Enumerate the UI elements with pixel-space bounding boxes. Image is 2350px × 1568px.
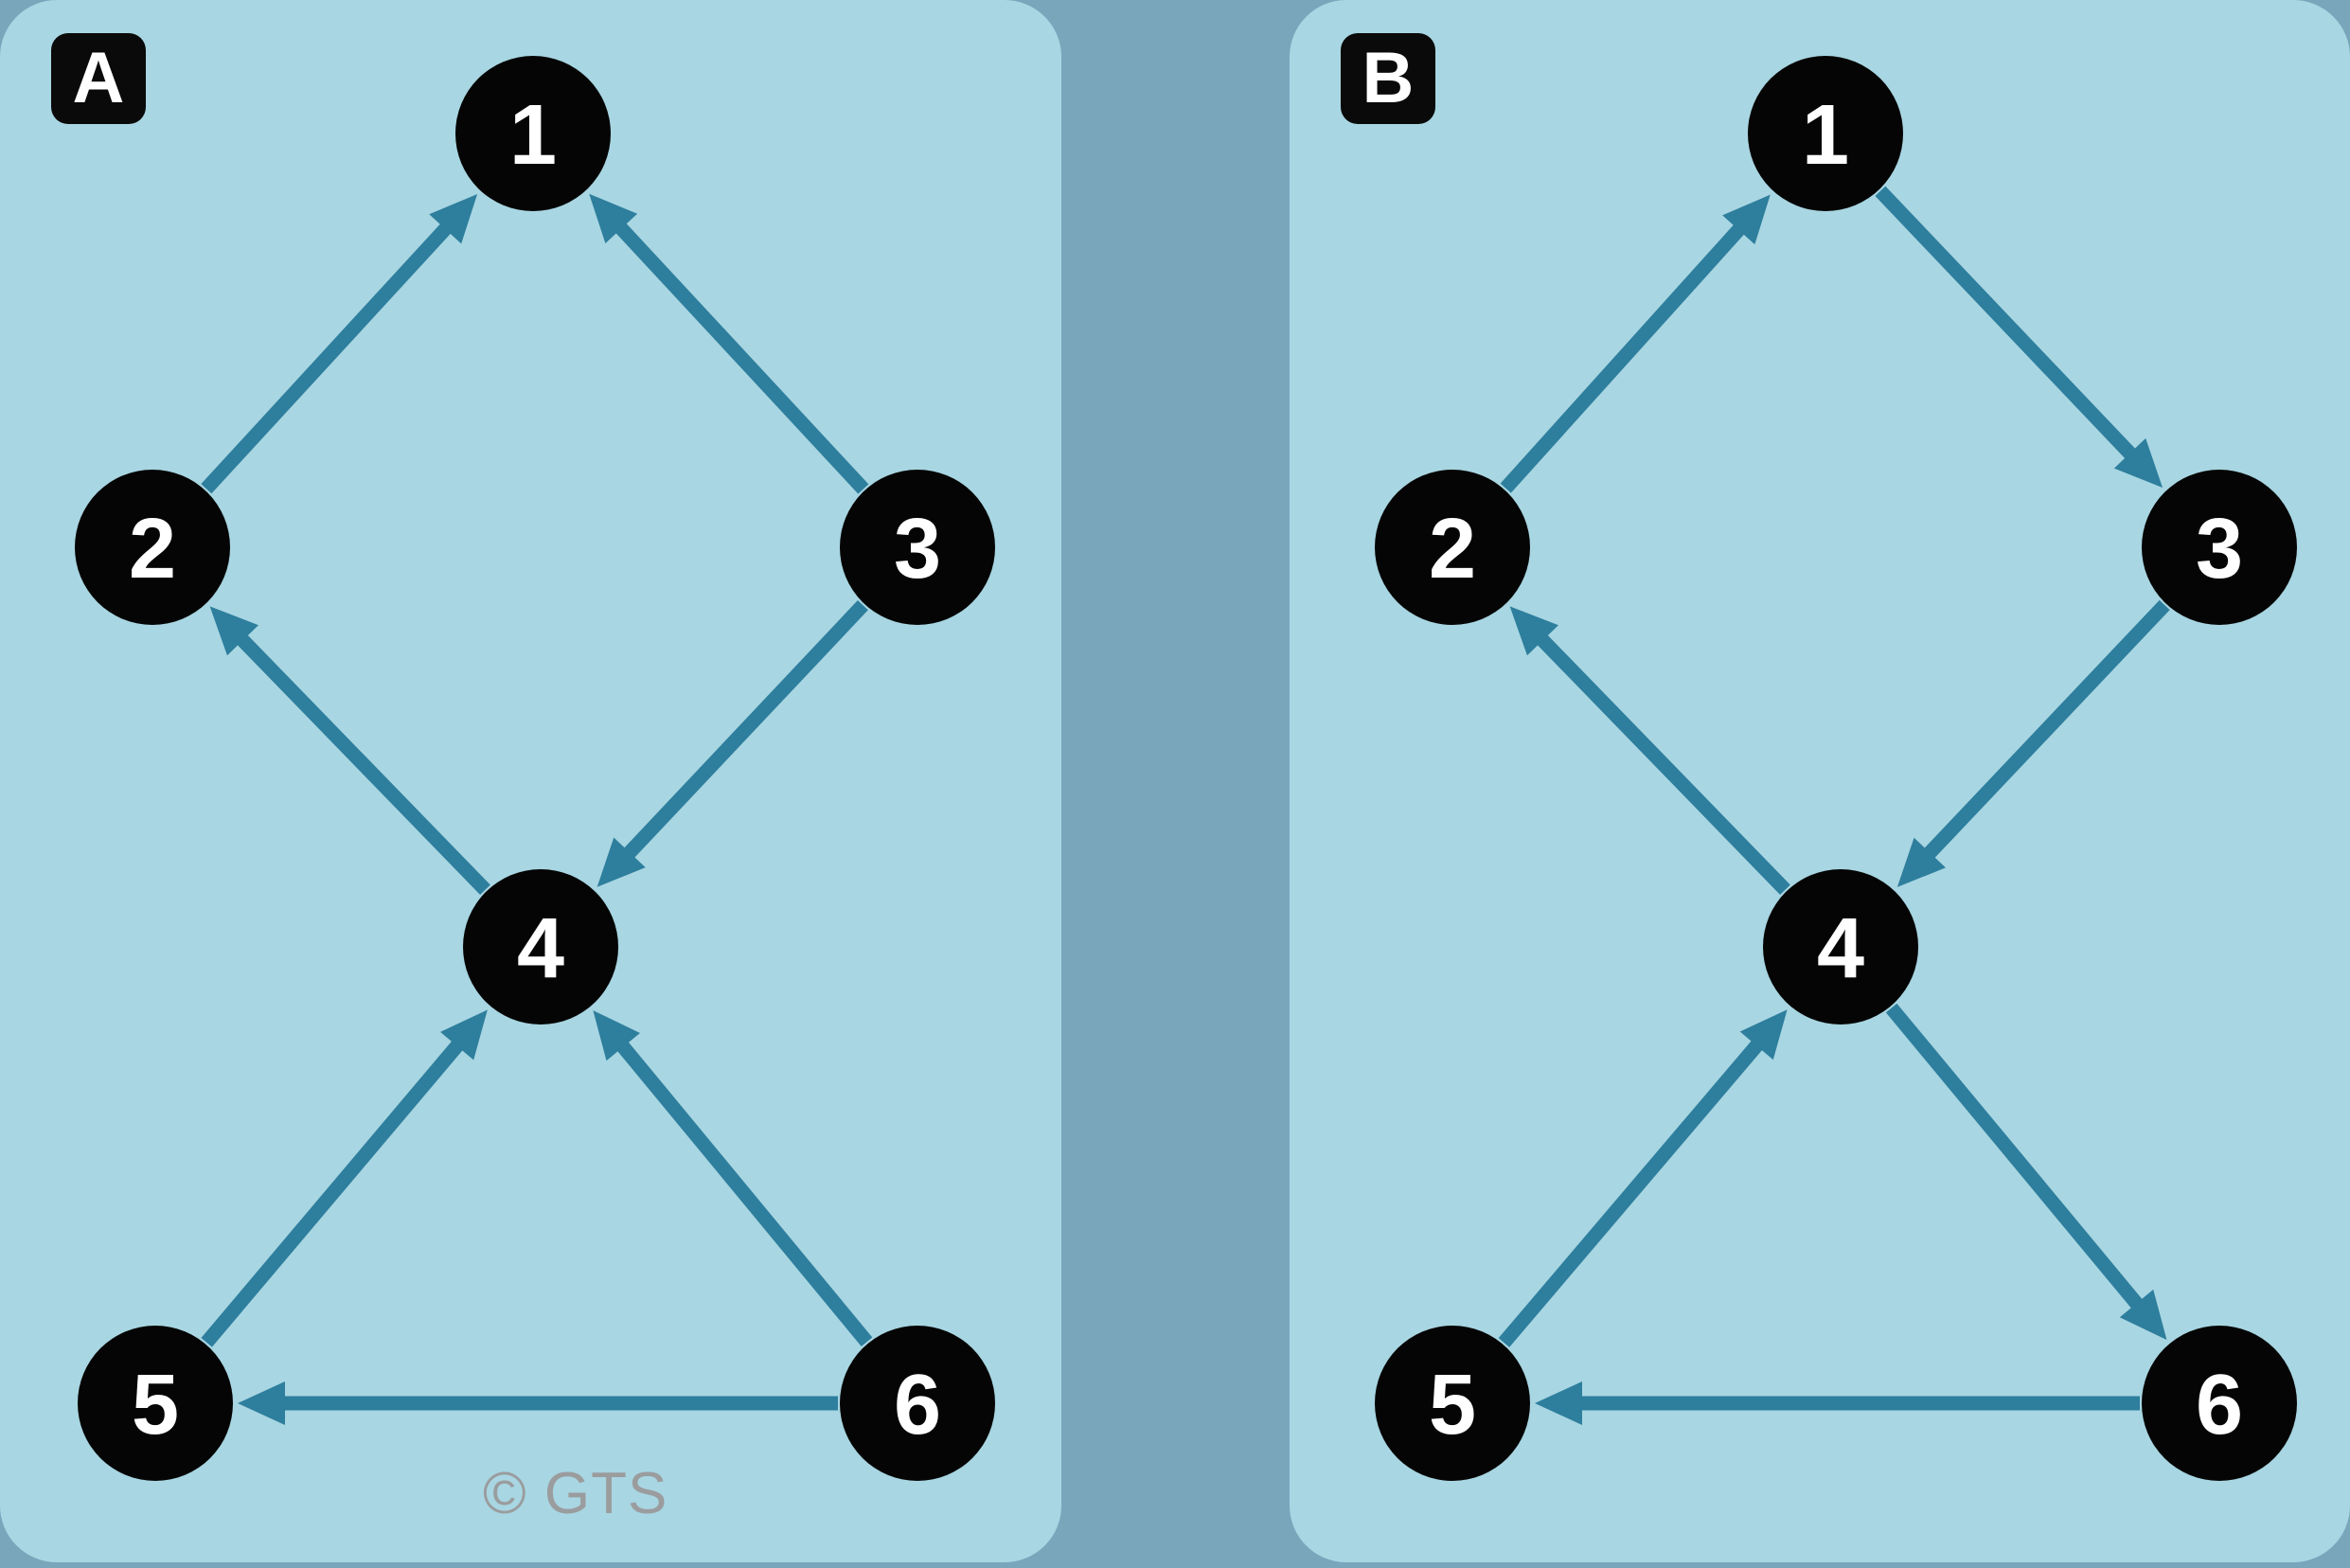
arrowhead-A-6-to-4	[593, 1010, 640, 1061]
node-B-3	[2142, 470, 2297, 625]
node-label-A-4: 4	[517, 901, 564, 996]
edge-A-5-to-4	[201, 1035, 468, 1347]
node-label-B-5: 5	[1429, 1358, 1476, 1452]
panel-a-badge: A	[51, 33, 146, 124]
node-label-B-3: 3	[2196, 502, 2243, 597]
panel-b-badge: B	[1341, 33, 1435, 124]
arrowhead-B-4-to-2	[1509, 606, 1558, 656]
edge-A-2-to-1	[201, 218, 456, 494]
panel-a: A © GTS	[0, 0, 1061, 1562]
watermark: © GTS	[483, 1461, 668, 1526]
edge-B-1-to-3	[1875, 186, 2141, 464]
node-A-6	[840, 1326, 995, 1481]
node-label-A-5: 5	[132, 1358, 179, 1452]
arrowhead-A-2-to-1	[429, 194, 478, 244]
node-label-A-6: 6	[894, 1358, 941, 1452]
node-A-4	[463, 869, 618, 1025]
edge-A-6-to-4	[613, 1036, 873, 1347]
edge-B-4-to-6	[1885, 1003, 2147, 1314]
panel-b: B	[1290, 0, 2350, 1562]
edge-A-4-to-2	[232, 630, 490, 895]
node-A-3	[840, 470, 995, 625]
arrowhead-B-5-to-4	[1739, 1009, 1788, 1060]
node-label-A-2: 2	[129, 502, 176, 597]
edge-B-5-to-4	[1498, 1035, 1768, 1347]
graph-A: 1 2 3 4 5 6	[75, 56, 995, 1481]
node-B-6	[2142, 1326, 2297, 1481]
node-label-B-4: 4	[1817, 901, 1864, 996]
node-label-B-6: 6	[2196, 1358, 2243, 1452]
arrowhead-B-2-to-1	[1722, 194, 1771, 245]
edge-A-3-to-1	[611, 218, 869, 494]
arrowhead-A-3-to-1	[589, 193, 638, 244]
node-label-B-2: 2	[1429, 502, 1476, 597]
node-B-5	[1375, 1326, 1530, 1481]
arrowhead-B-4-to-6	[2119, 1289, 2167, 1341]
node-A-5	[78, 1326, 233, 1481]
arrowhead-B-6-to-5	[1535, 1381, 1582, 1425]
arrowhead-A-6-to-5	[238, 1381, 285, 1425]
arrowhead-A-5-to-4	[440, 1009, 488, 1060]
node-B-1	[1748, 56, 1903, 211]
node-label-A-1: 1	[509, 88, 557, 183]
panel-a-label: A	[72, 38, 125, 118]
node-label-B-1: 1	[1802, 88, 1849, 183]
node-A-1	[455, 56, 611, 211]
arrowhead-A-4-to-2	[209, 606, 258, 656]
edge-A-3-to-4	[619, 599, 868, 864]
node-A-2	[75, 470, 230, 625]
panel-b-label: B	[1362, 38, 1415, 118]
graph-B: 1 2 3 4 5 6	[1375, 56, 2297, 1481]
edge-B-4-to-2	[1532, 630, 1790, 895]
edge-B-2-to-1	[1500, 219, 1750, 493]
node-B-4	[1763, 869, 1918, 1025]
arrowhead-B-3-to-4	[1896, 837, 1946, 887]
edge-B-3-to-4	[1919, 599, 2170, 864]
node-B-2	[1375, 470, 1530, 625]
arrowhead-A-3-to-4	[596, 837, 646, 887]
arrowhead-B-1-to-3	[2113, 437, 2163, 488]
node-label-A-3: 3	[894, 502, 941, 597]
